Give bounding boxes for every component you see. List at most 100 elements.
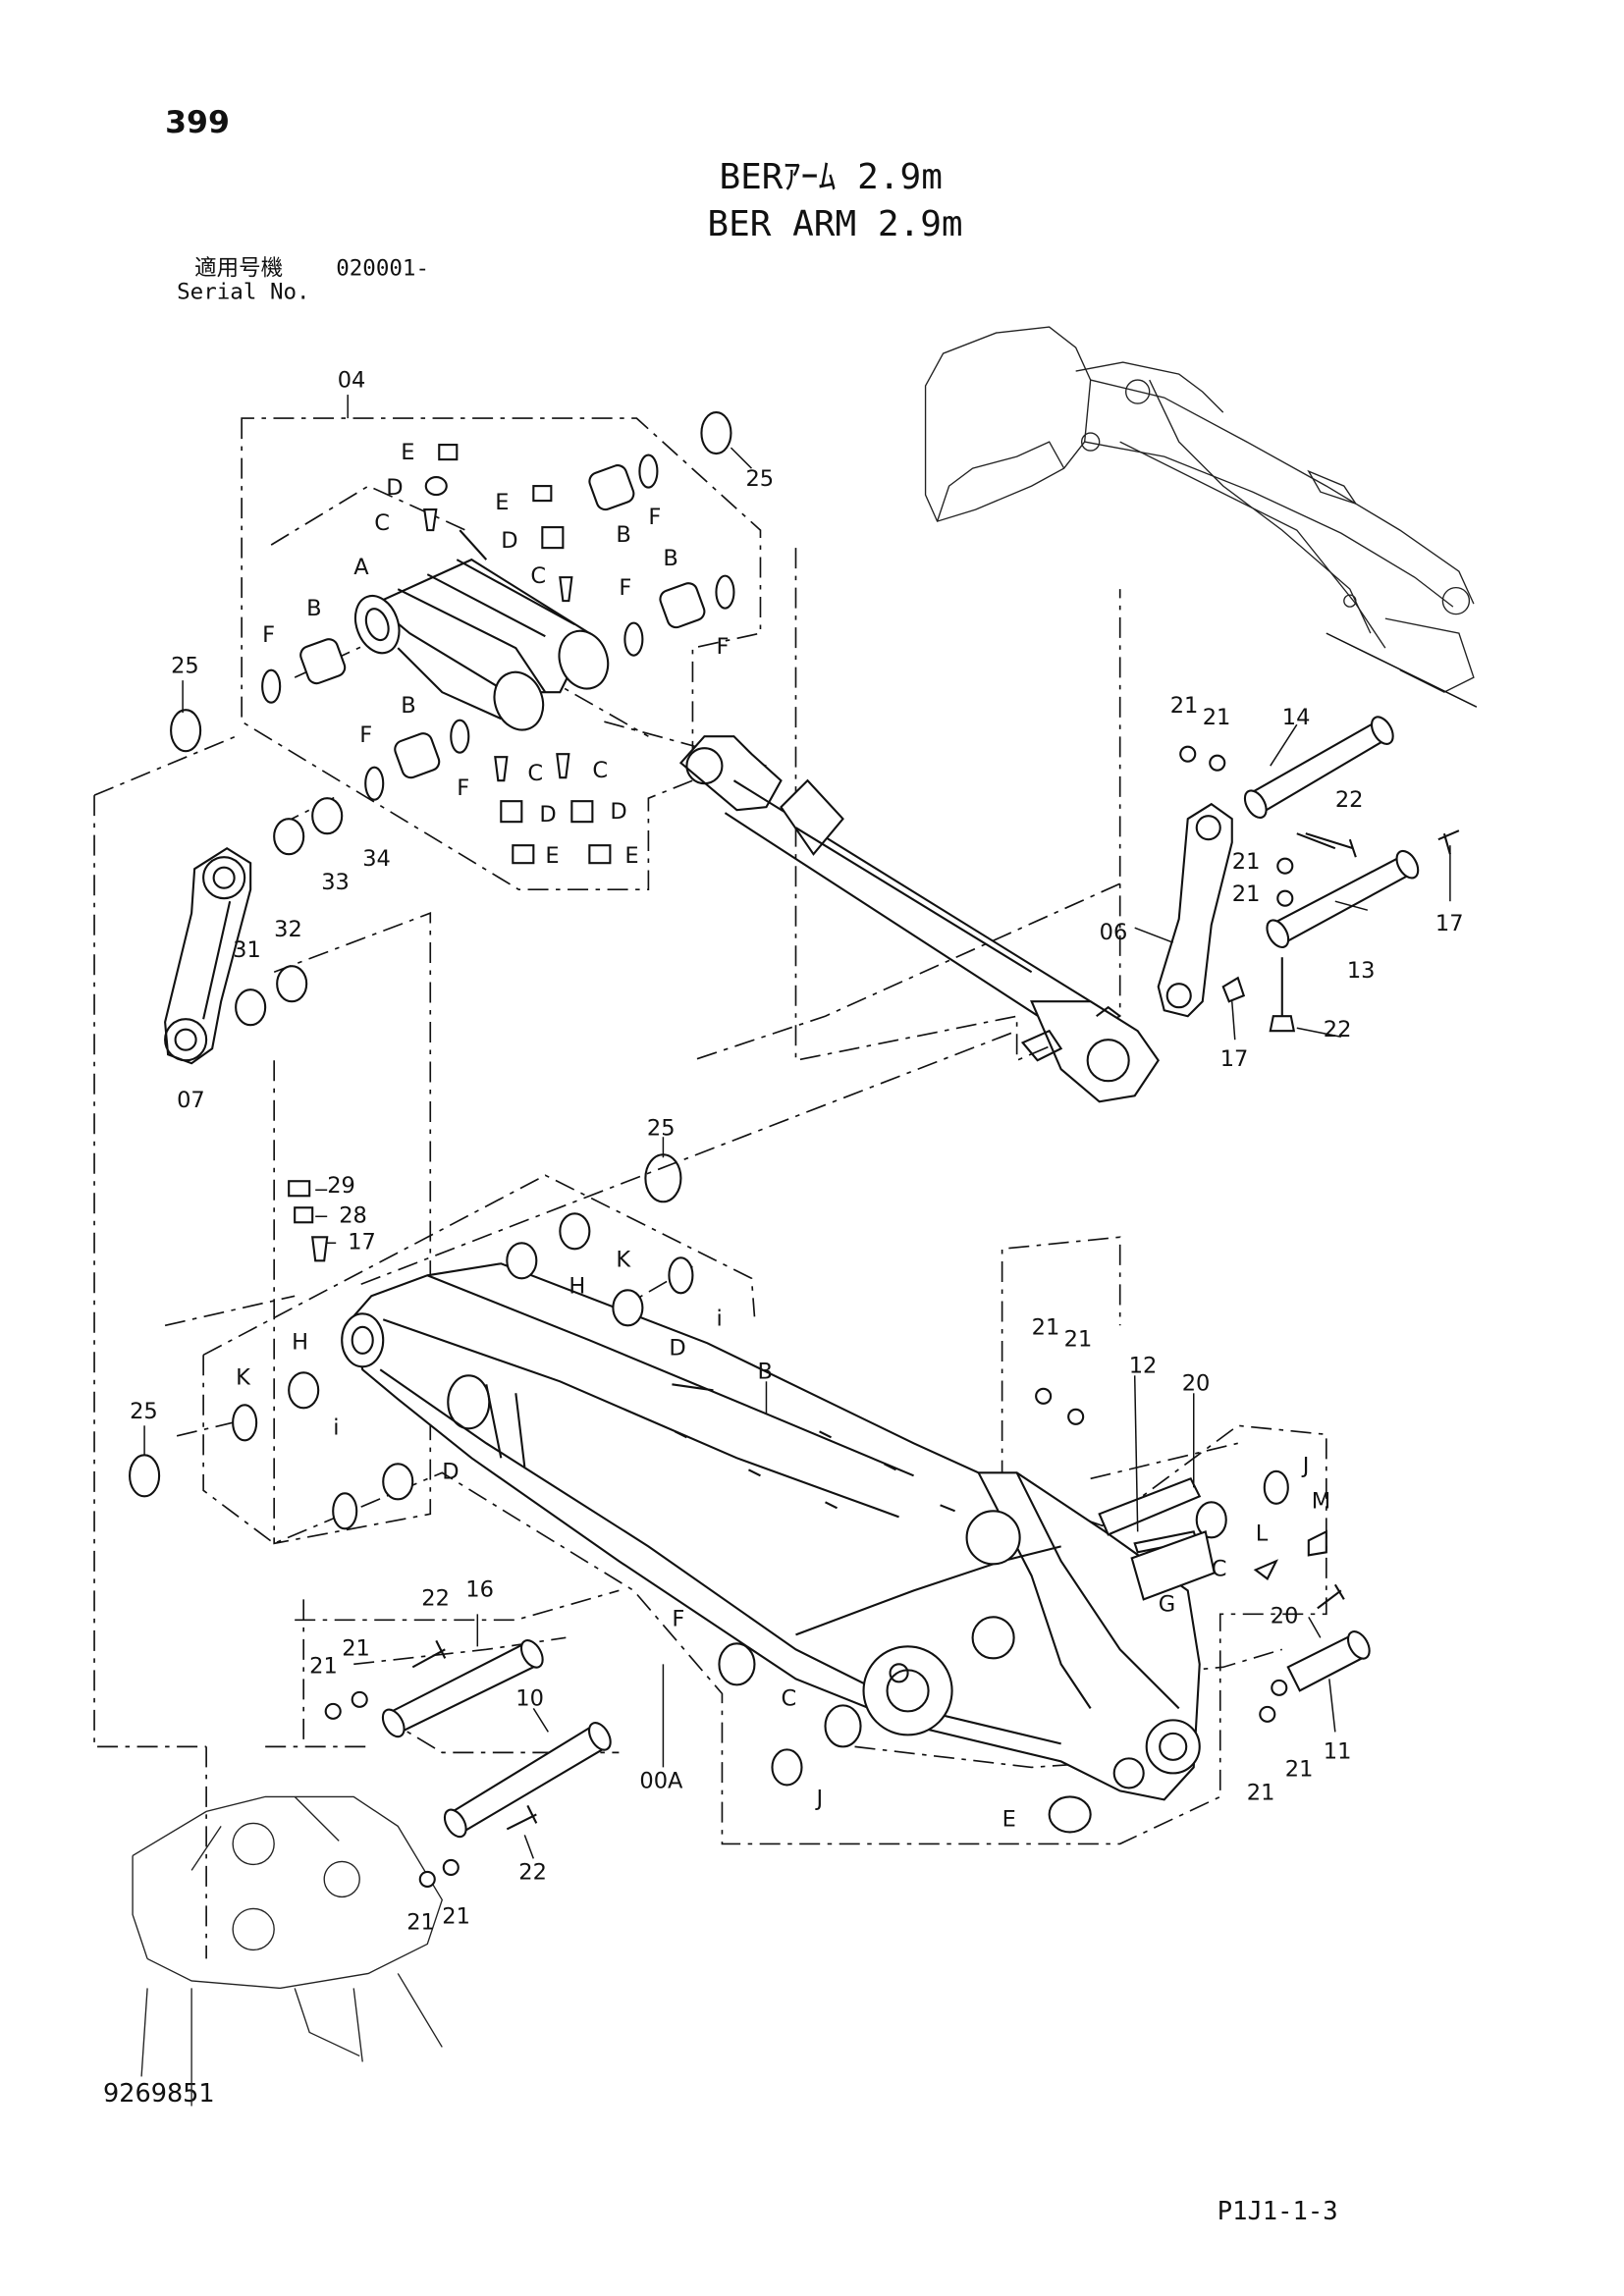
callout-C: C — [781, 1685, 796, 1711]
callout-22: 22 — [518, 1859, 547, 1885]
callout-21: 21 — [1232, 881, 1261, 907]
callout-22: 22 — [1324, 1017, 1352, 1042]
callout-B: B — [306, 596, 321, 621]
callout-21: 21 — [1203, 705, 1231, 730]
callout-10: 10 — [515, 1685, 544, 1711]
callout-17: 17 — [1435, 911, 1464, 936]
callout-21: 21 — [1232, 849, 1261, 875]
pins-14-13 — [1179, 716, 1460, 1033]
callout-22: 22 — [421, 1585, 450, 1611]
callout-K: K — [236, 1364, 251, 1390]
sheet-code: P1J1-1-3 — [1218, 2197, 1338, 2226]
callout-E: E — [624, 843, 638, 869]
callout-B: B — [663, 546, 677, 571]
callout-21: 21 — [1064, 1326, 1093, 1352]
callout-17: 17 — [348, 1229, 376, 1255]
callout-B: B — [616, 522, 630, 548]
callout-G: G — [1159, 1591, 1175, 1617]
callout-C: C — [374, 510, 390, 536]
callout-D: D — [610, 799, 626, 825]
callout-F: F — [672, 1606, 684, 1631]
callout-04: 04 — [338, 368, 366, 394]
callout-20: 20 — [1271, 1603, 1299, 1629]
title-japanese: BERｱｰﾑ 2.9m — [719, 157, 942, 197]
callout-F: F — [716, 634, 729, 660]
arm-bushings-pins — [129, 832, 1371, 1888]
callout-i: i — [716, 1306, 722, 1331]
callout-31: 31 — [233, 937, 261, 963]
callout-F: F — [359, 722, 372, 748]
callout-C: C — [1212, 1556, 1227, 1581]
callout-07: 07 — [177, 1088, 205, 1113]
callout-C: C — [530, 563, 546, 589]
callout-25: 25 — [130, 1399, 158, 1424]
callout-leaders — [143, 395, 1451, 1859]
callout-H: H — [292, 1329, 308, 1355]
callout-21: 21 — [1170, 693, 1199, 719]
callout-20: 20 — [1182, 1370, 1211, 1396]
callout-22: 22 — [1335, 787, 1364, 813]
callout-21: 21 — [1285, 1756, 1314, 1782]
callout-D: D — [386, 475, 403, 501]
callout-25: 25 — [745, 466, 774, 492]
callout-28: 28 — [339, 1202, 367, 1228]
callout-21: 21 — [442, 1903, 470, 1929]
callout-25: 25 — [171, 654, 199, 679]
callout-L: L — [1256, 1521, 1269, 1546]
callout-F: F — [262, 622, 275, 648]
callout-J: J — [1301, 1453, 1310, 1478]
drawing-number: 9269851 — [103, 2079, 215, 2109]
callout-D: D — [539, 802, 556, 828]
bushing-kit-04 — [170, 411, 735, 1027]
page-number: 399 — [165, 105, 230, 140]
callout-B: B — [757, 1359, 772, 1384]
callout-12: 12 — [1129, 1353, 1158, 1378]
callout-25: 25 — [647, 1116, 676, 1142]
callout-29: 29 — [327, 1173, 355, 1199]
callout-21: 21 — [1247, 1780, 1275, 1805]
callout-D: D — [669, 1335, 685, 1361]
callout-F: F — [619, 575, 631, 601]
title-english: BER ARM 2.9m — [707, 204, 962, 244]
machine-context-sketch-top — [924, 326, 1478, 708]
callout-C: C — [592, 758, 608, 783]
callout-E: E — [545, 843, 559, 869]
callout-21: 21 — [342, 1635, 370, 1661]
callout-17: 17 — [1220, 1046, 1249, 1072]
callout-J: J — [815, 1786, 824, 1811]
callout-B: B — [401, 693, 415, 719]
callout-14: 14 — [1282, 705, 1311, 730]
callout-16: 16 — [465, 1576, 494, 1602]
callout-33: 33 — [321, 870, 350, 895]
callout-C: C — [527, 761, 543, 786]
arm-cylinder — [678, 735, 1160, 1103]
arm-body-00A — [341, 1262, 1201, 1801]
callout-21: 21 — [309, 1653, 338, 1679]
callout-06: 06 — [1100, 920, 1128, 945]
callout-D: D — [442, 1459, 459, 1484]
callout-M: M — [1312, 1488, 1330, 1514]
callout-32: 32 — [274, 917, 302, 942]
callout-11: 11 — [1324, 1738, 1352, 1764]
callout-34: 34 — [362, 846, 391, 872]
callout-i: i — [333, 1415, 339, 1440]
callout-A: A — [353, 555, 369, 580]
machine-context-sketch-bottom — [132, 1795, 444, 2107]
serial-label-english: Serial No. — [177, 280, 309, 305]
callout-E: E — [495, 490, 509, 515]
callout-K: K — [616, 1247, 631, 1272]
callout-13: 13 — [1347, 958, 1376, 984]
callout-00A: 00A — [639, 1768, 683, 1793]
callout-21: 21 — [1032, 1314, 1060, 1340]
callout-E: E — [401, 440, 414, 465]
callout-H: H — [568, 1273, 585, 1299]
serial-value: 020001- — [336, 256, 429, 282]
callout-E: E — [1002, 1806, 1016, 1832]
callout-F: F — [457, 775, 469, 801]
callout-numbers: 04 25 25 25 25 07 06 33 34 31 32 14 13 1… — [130, 368, 1463, 1936]
link-06 — [1157, 802, 1233, 1018]
callout-F: F — [648, 505, 661, 530]
serial-label-japanese: 適用号機 — [194, 256, 283, 282]
callout-D: D — [501, 528, 517, 554]
